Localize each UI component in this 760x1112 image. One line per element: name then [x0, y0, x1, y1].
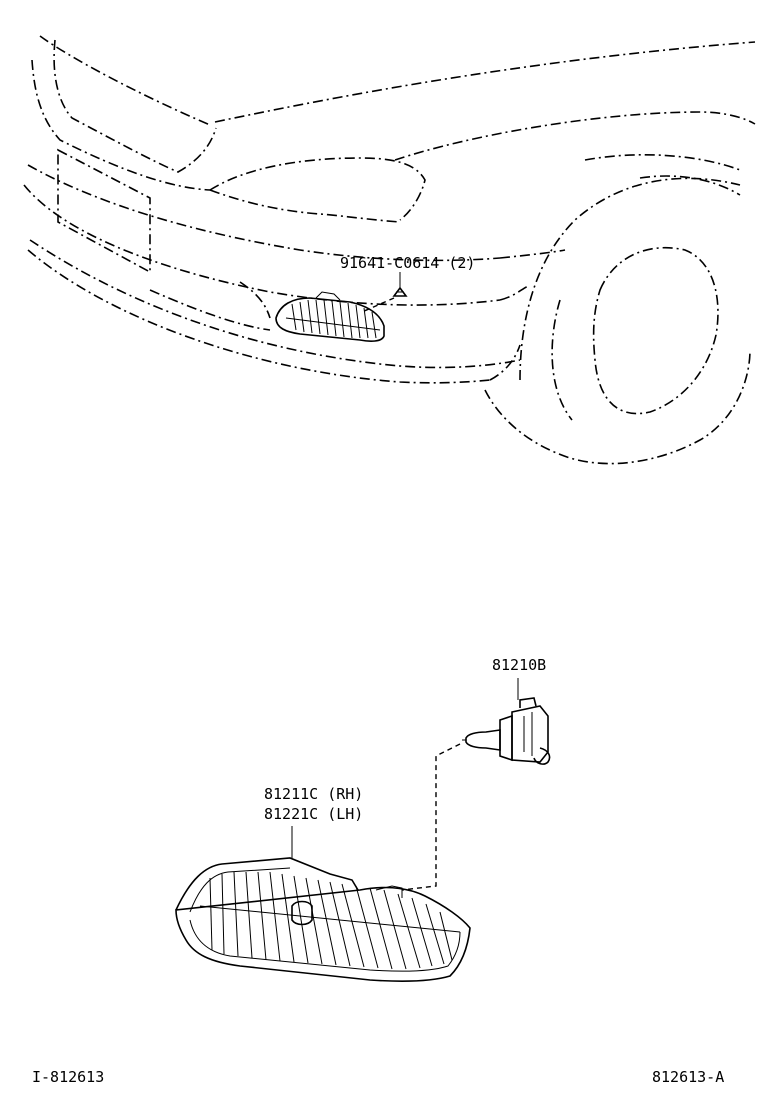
illustration-code-right: 812613-A	[652, 1068, 724, 1086]
bulb-pointer	[401, 743, 461, 891]
lamp-lh-part-number: 81221C (LH)	[264, 805, 363, 823]
side-lamp-mounted	[275, 291, 385, 342]
car-front-outline	[23, 35, 756, 465]
illustration-code-left: I-812613	[32, 1068, 104, 1086]
bulb-part-number: 81210B	[492, 656, 546, 674]
lamp-rh-part-number: 81211C (RH)	[264, 785, 363, 803]
bulb-icon	[462, 697, 551, 765]
clip-icon	[392, 286, 408, 297]
clip-pointer	[361, 297, 395, 313]
lamp-assembly	[175, 857, 471, 982]
clip-part-number: 91641-C0614 (2)	[340, 254, 475, 272]
